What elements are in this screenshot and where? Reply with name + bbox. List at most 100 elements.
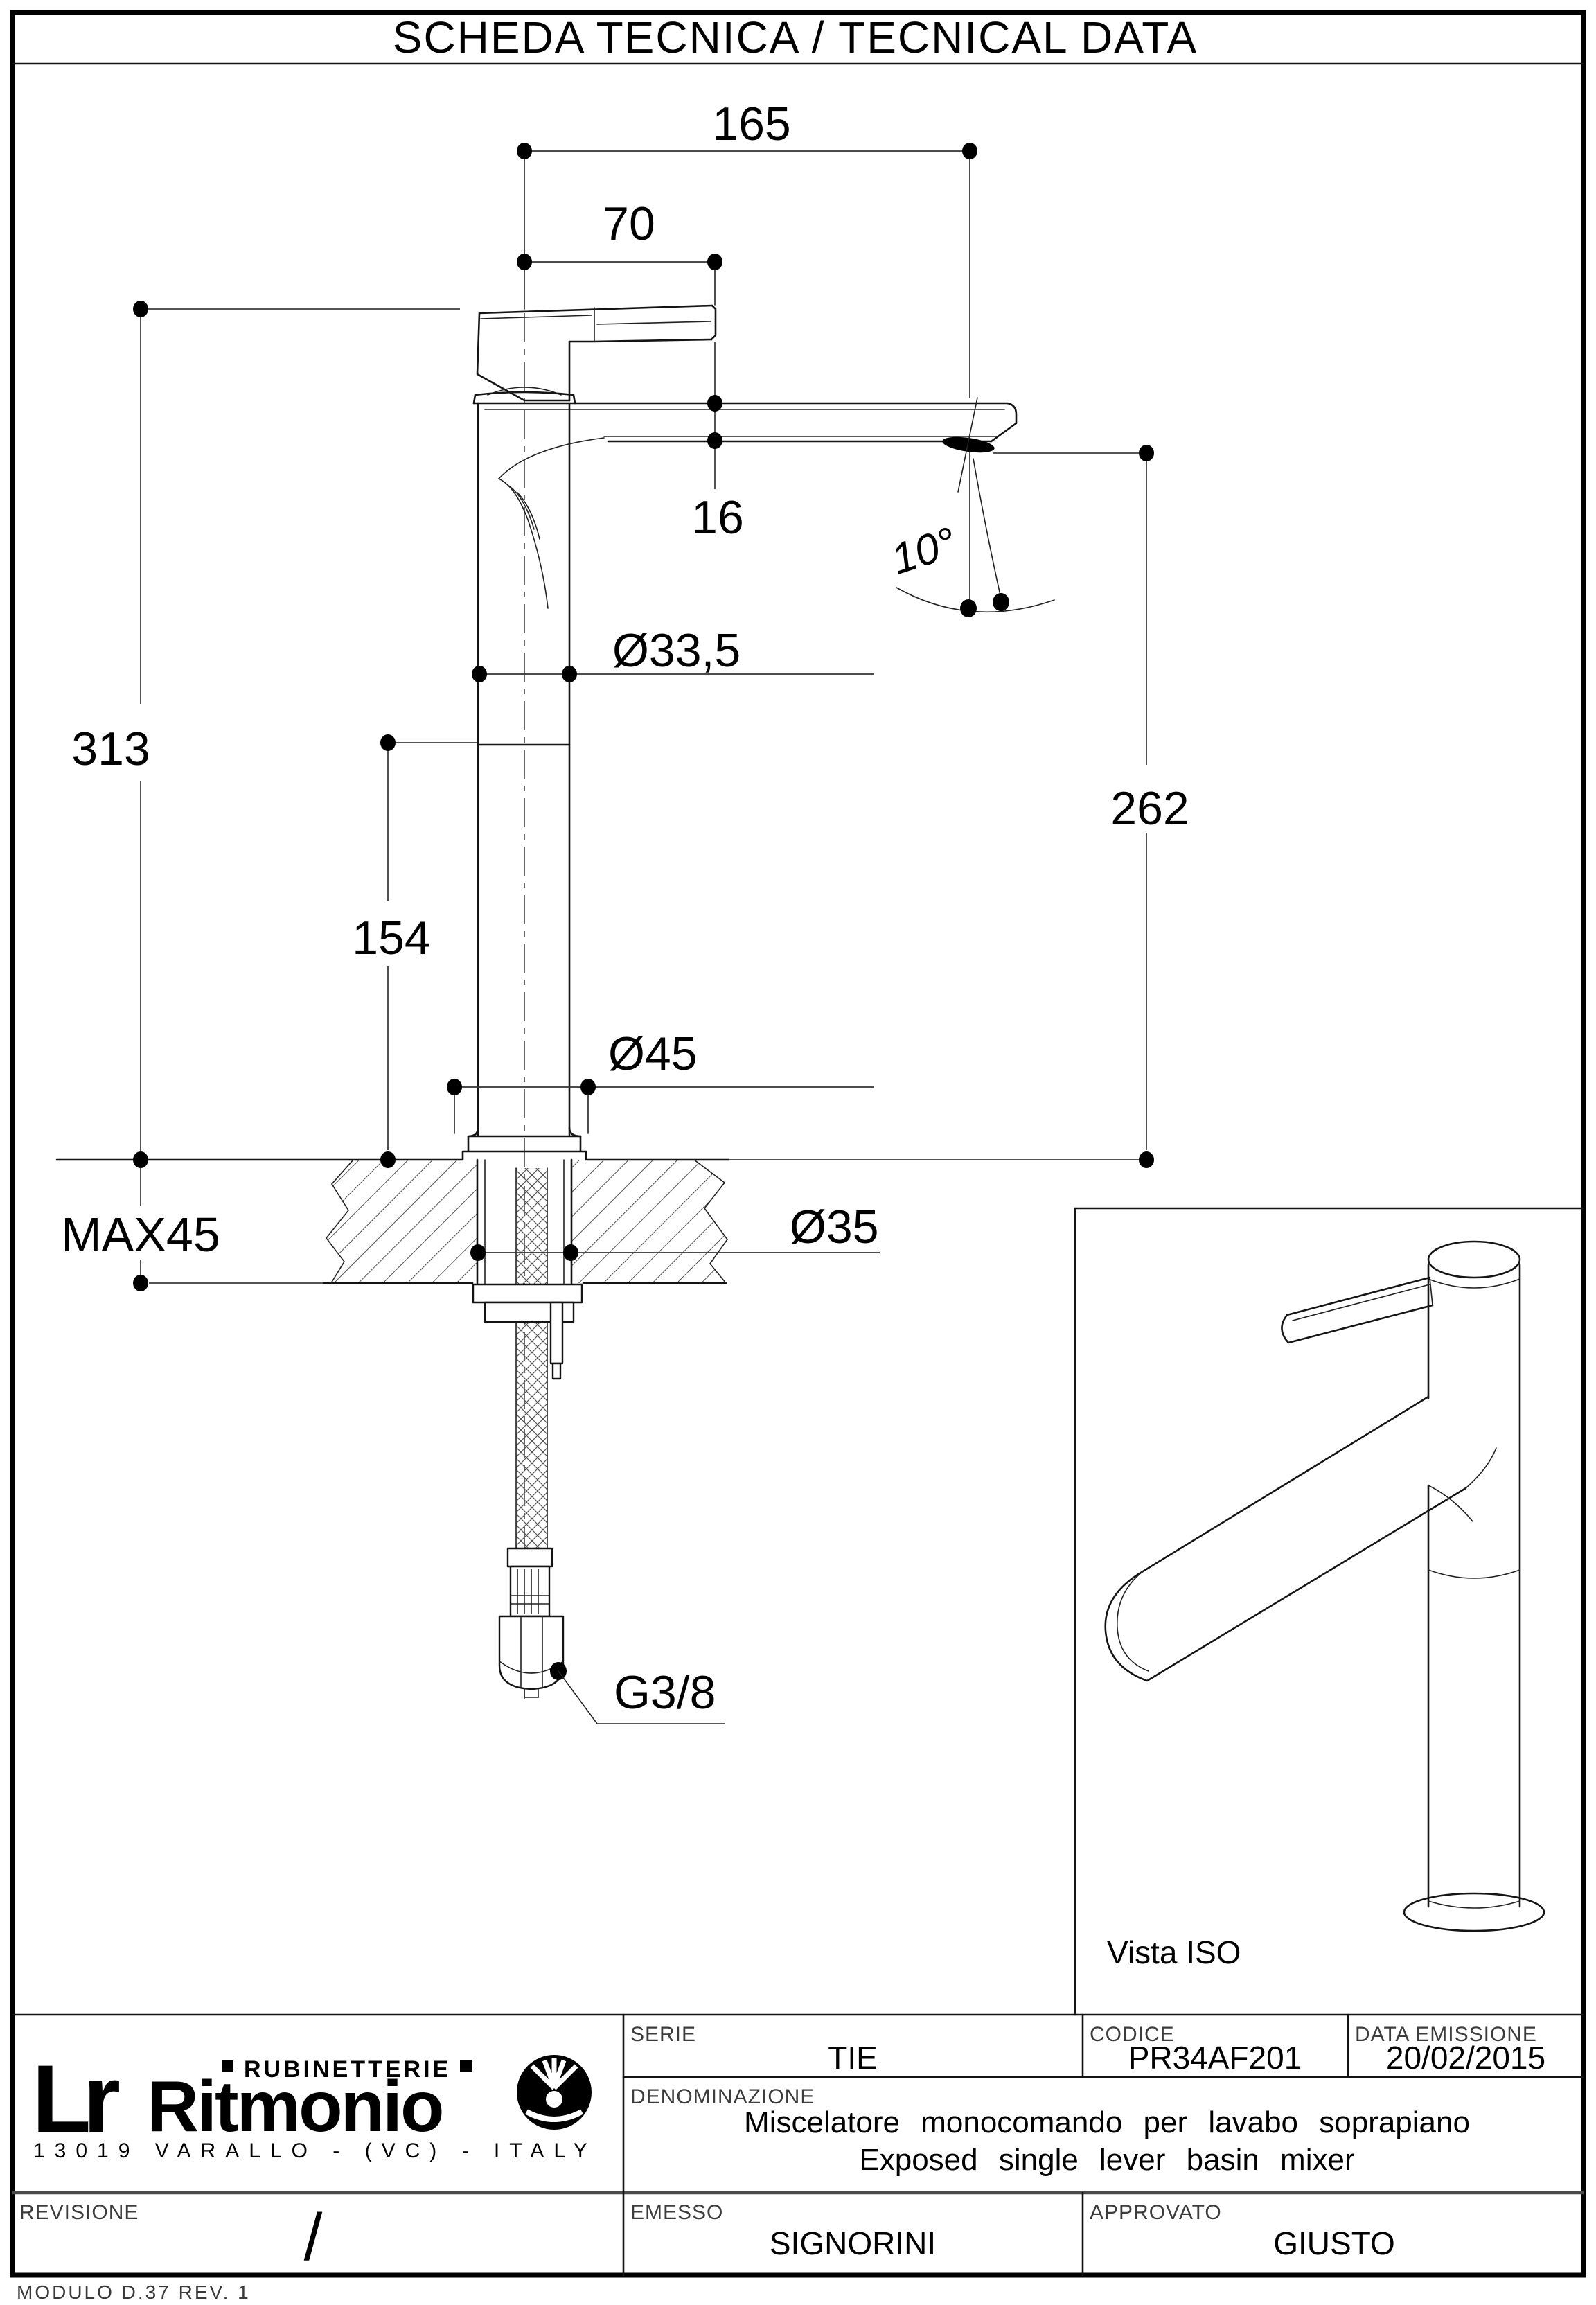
iso-joint — [1428, 1569, 1520, 1579]
aerator — [942, 436, 995, 453]
counter-section — [55, 1158, 1150, 1284]
dim-dot — [133, 1275, 148, 1291]
dim-label-165: 165 — [712, 98, 790, 150]
dim-label-313: 313 — [71, 723, 150, 775]
dim-label-dia335: Ø33,5 — [612, 624, 741, 677]
dim-dot — [380, 1151, 396, 1168]
dim-45-ext — [454, 1095, 589, 1134]
emesso-label: EMESSO — [630, 2201, 723, 2224]
denominazione-line2: Exposed single lever basin mixer — [859, 2143, 1354, 2177]
modulo-note: MODULO D.37 REV. 1 — [17, 2281, 251, 2303]
iso-spout-junction — [1428, 1447, 1497, 1522]
handle — [472, 304, 717, 405]
dim-label-dia35: Ø35 — [790, 1201, 879, 1253]
dim-label-262: 262 — [1110, 782, 1189, 835]
sun-wave — [525, 2109, 583, 2122]
iso-base-ring — [1428, 1900, 1520, 1909]
base-plate — [461, 1135, 587, 1161]
lever-end — [710, 304, 717, 341]
g38-nut-tip — [524, 1688, 539, 1698]
front-view: 165 70 16 10° Ø33,5 313 154 Ø45 MAX45 Ø3… — [55, 98, 1189, 1724]
dim-label-154: 154 — [352, 912, 430, 964]
iso-spout — [1104, 1395, 1467, 1682]
denominazione-line1: Miscelatore monocomando per lavabo sopra… — [744, 2105, 1470, 2139]
iso-faucet — [1104, 1240, 1545, 1932]
data-emissione-label: DATA EMISSIONE — [1355, 2023, 1537, 2046]
base-flange — [461, 1127, 587, 1161]
dim-dot — [707, 395, 722, 412]
hose-neck — [509, 1565, 551, 1618]
handle-body-left — [476, 312, 571, 402]
dim-dot — [133, 301, 148, 317]
serie-label: SERIE — [630, 2023, 696, 2046]
codice-label: CODICE — [1090, 2023, 1175, 2046]
dim-label-g38: G3/8 — [614, 1666, 716, 1719]
iso-view: Vista ISO — [1074, 1207, 1585, 2016]
dim-dot — [993, 593, 1009, 611]
revisione-value: / — [304, 2200, 323, 2275]
counter-hatch-right — [571, 1160, 727, 1283]
dim-label-dia45: Ø45 — [608, 1027, 698, 1080]
handle-top-edge — [478, 304, 713, 315]
dimensions — [133, 143, 1154, 1724]
sun-core — [546, 2091, 562, 2108]
dim-dot — [470, 1244, 486, 1261]
logo-mark: Lr — [32, 2045, 120, 2153]
data-emissione-value: 20/02/2015 — [1386, 2040, 1545, 2076]
iso-lever-face — [1292, 1277, 1433, 1321]
angle-refs — [957, 397, 1002, 608]
spout-end — [990, 402, 1018, 443]
logo-square-right — [460, 2060, 472, 2072]
dim-dot — [562, 666, 577, 682]
neck-ribs — [510, 1569, 550, 1614]
denominazione-label: DENOMINAZIONE — [630, 2085, 815, 2108]
title-block: SERIE TIE CODICE PR34AF201 DATA EMISSION… — [11, 2013, 1585, 2277]
dim-label-70: 70 — [603, 197, 655, 250]
fairing-4 — [517, 492, 540, 540]
dim-dot — [960, 599, 977, 617]
fairing-3 — [507, 484, 535, 530]
ritmonio-logo: Lr RUBINETTERIE Ritmonio 13019 VARALLO -… — [32, 2045, 597, 2162]
iso-spout-end — [1117, 1571, 1149, 1672]
serie-value: TIE — [828, 2040, 878, 2076]
fairing-2 — [498, 478, 549, 609]
counter-hatch-left — [326, 1160, 477, 1283]
dim-dot — [517, 254, 532, 270]
dim-dot — [447, 1079, 462, 1095]
page-title: SCHEDA TECNICA / TECNICAL DATA — [393, 12, 1198, 62]
codice-value: PR34AF201 — [1128, 2040, 1302, 2076]
dim-dot — [962, 143, 977, 159]
pull-rod — [549, 1301, 564, 1365]
lever-bottom — [568, 338, 713, 343]
dim-dot — [1139, 445, 1154, 461]
lever-inner-line — [596, 321, 711, 325]
pull-rod-tip — [551, 1362, 562, 1380]
cartridge-dome — [487, 387, 562, 396]
dim-dot — [580, 1079, 596, 1095]
hose-ferrule — [506, 1547, 553, 1568]
dim-label-16: 16 — [691, 491, 744, 544]
iso-cap — [1427, 1240, 1521, 1279]
iso-cylinder — [1427, 1264, 1521, 1908]
emesso-value: SIGNORINI — [770, 2225, 936, 2261]
under-counter — [472, 1159, 583, 1698]
break-line-right — [693, 1159, 728, 1284]
page-frame — [10, 10, 1586, 2278]
page-border — [10, 10, 1586, 2278]
approvato-value: GIUSTO — [1273, 2225, 1395, 2261]
logo-brand: Ritmonio — [147, 2067, 443, 2147]
dim-g38-leader — [558, 1670, 725, 1724]
dim-dot — [517, 143, 532, 159]
lock-plate — [472, 1283, 583, 1304]
dim-dot — [133, 1151, 148, 1168]
dim-dot — [380, 734, 396, 751]
iso-lever — [1281, 1276, 1434, 1344]
dim-label-angle: 10° — [885, 518, 961, 584]
handle-inner-top — [480, 315, 592, 319]
dim-dot — [707, 432, 722, 449]
logo-address: 13019 VARALLO - (VC) - ITALY — [33, 2139, 597, 2162]
iso-cap-ring — [1428, 1278, 1520, 1289]
logo-square-left — [222, 2060, 233, 2072]
